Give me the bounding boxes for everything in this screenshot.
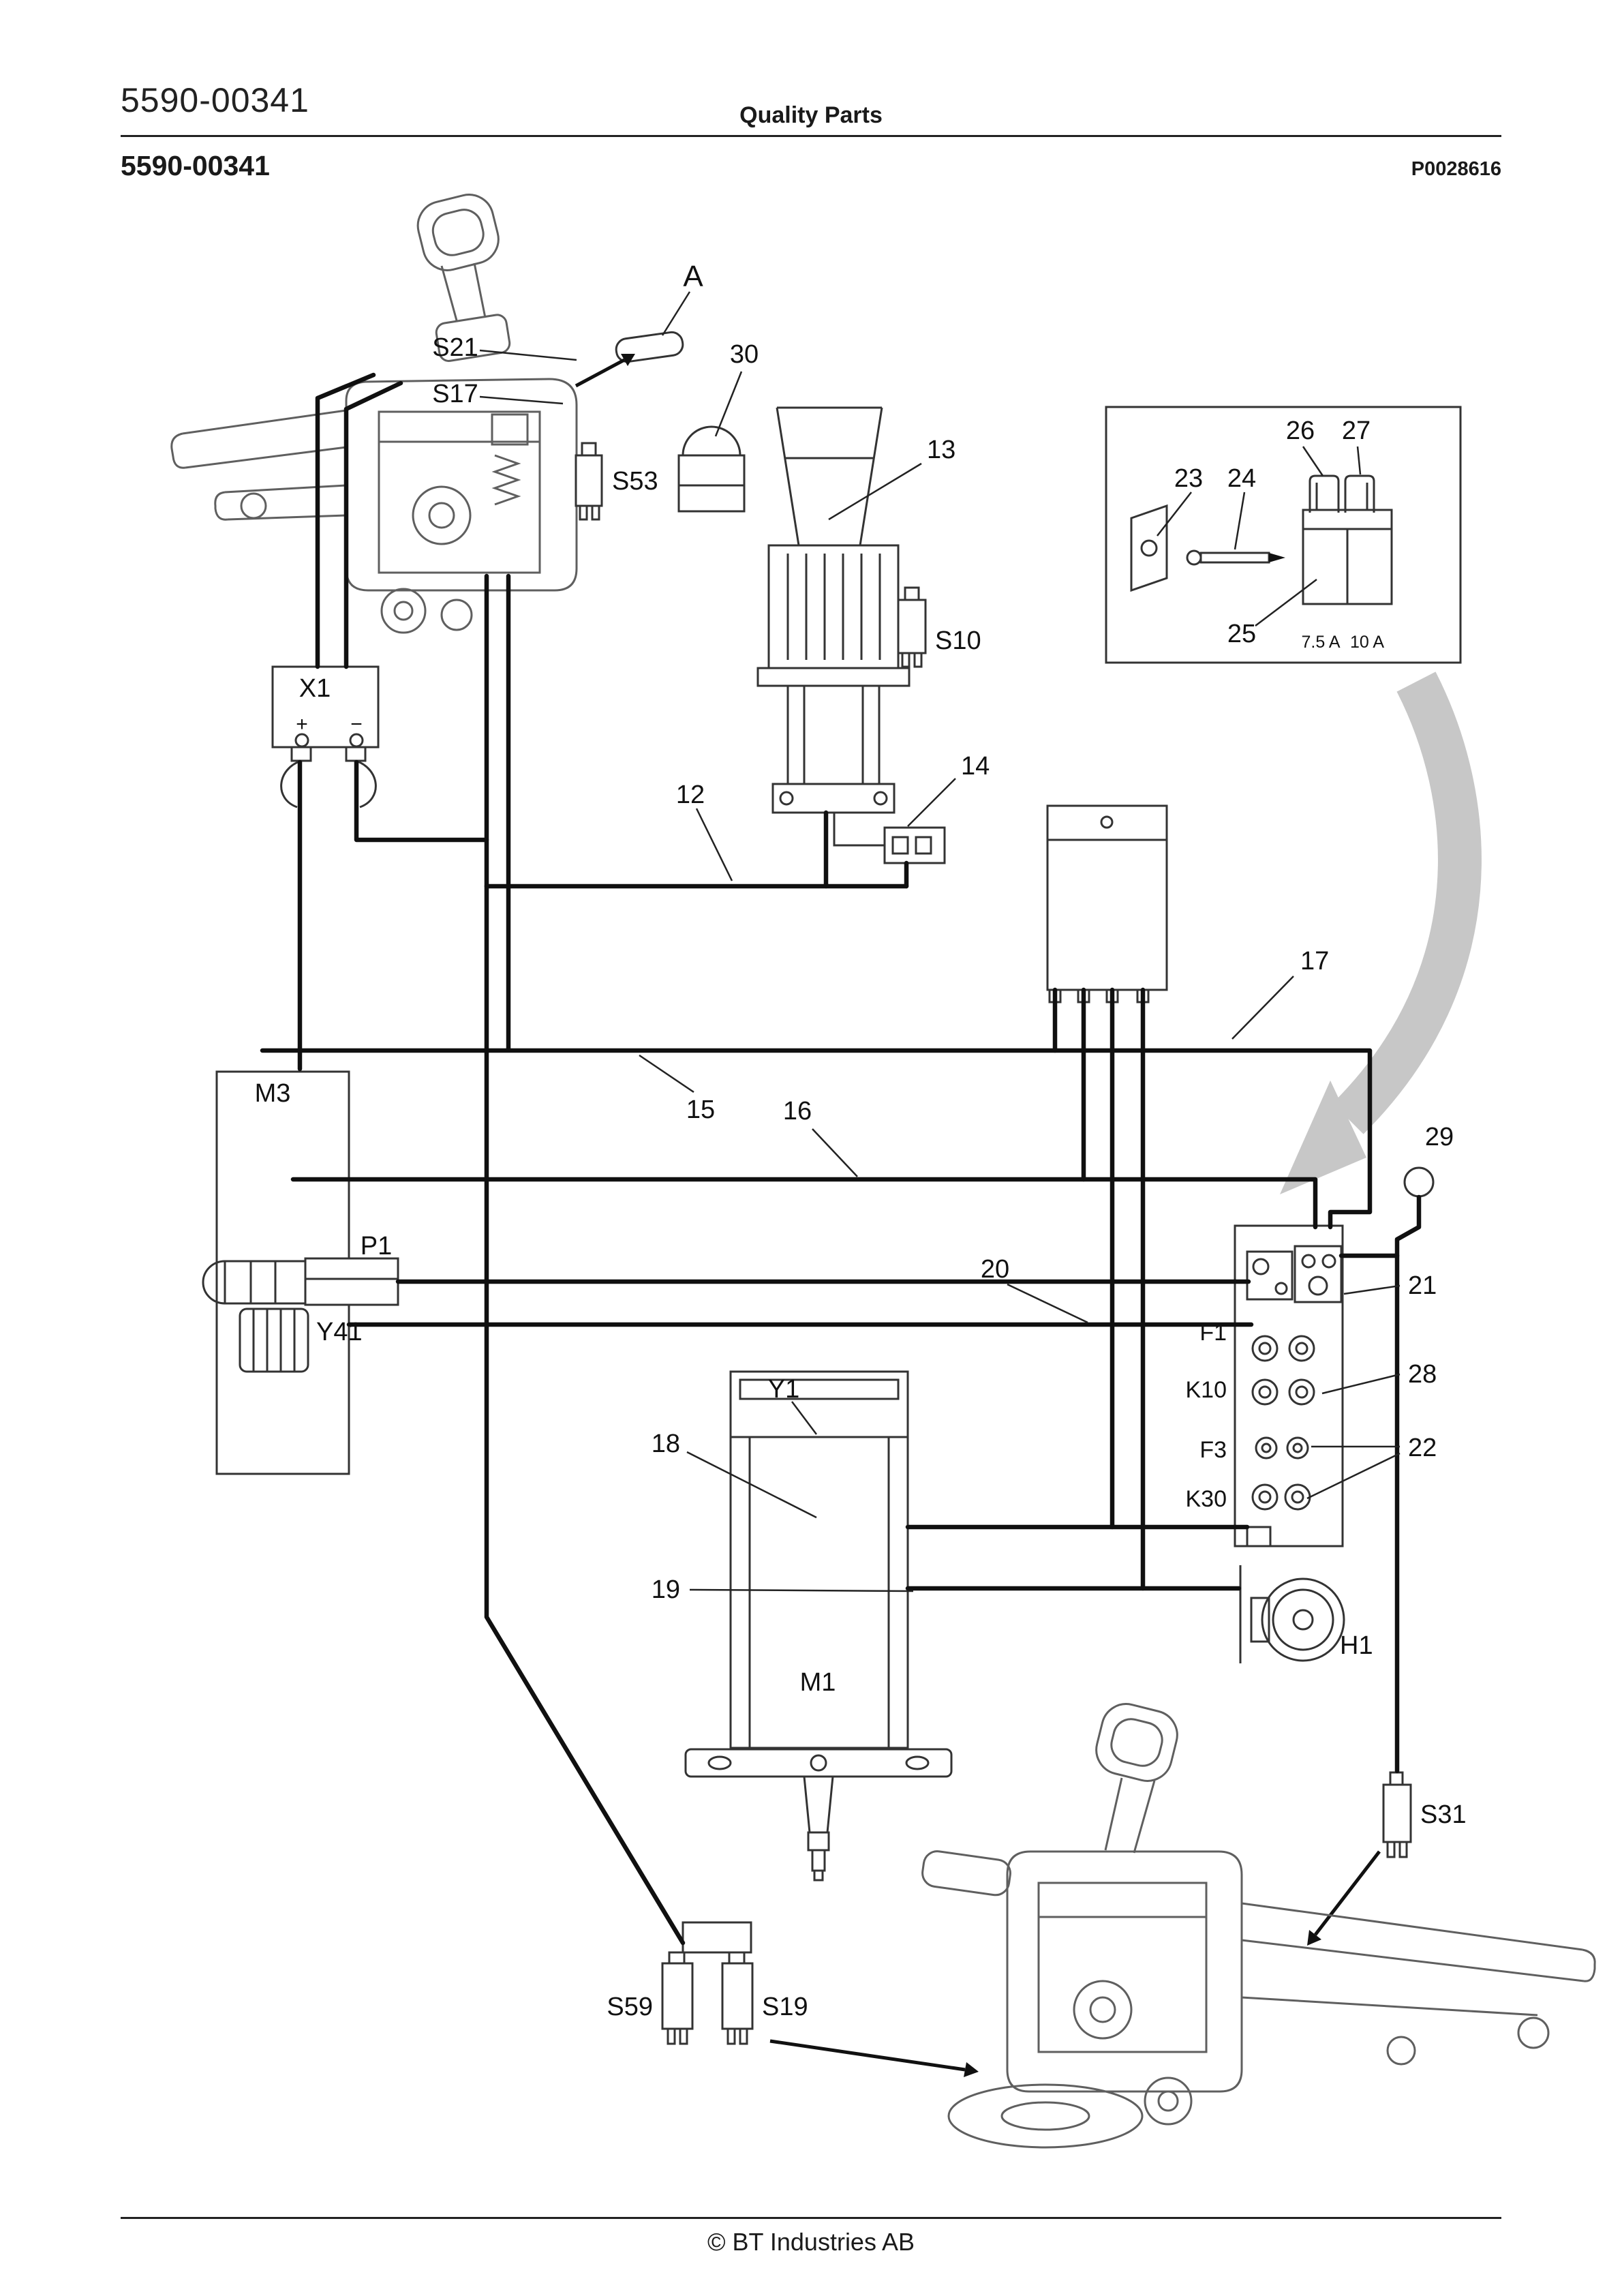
solenoid-y1 [729, 1370, 909, 1438]
y1-m1-motor [684, 1370, 953, 1882]
label-s10: S10 [935, 626, 981, 655]
fuse-f1 [1251, 1335, 1315, 1362]
label-24: 24 [1227, 464, 1256, 493]
fuse-f3 [1255, 1436, 1309, 1460]
switches-s59-s19 [661, 1921, 979, 2077]
leader-lines [479, 291, 1401, 1592]
doc-number-top: 5590-00341 [121, 81, 309, 119]
label-14: 14 [961, 752, 990, 781]
battery-connector-x1 [271, 665, 380, 809]
label-29: 29 [1425, 1123, 1454, 1151]
label-25: 25 [1227, 620, 1256, 648]
label-27: 27 [1342, 417, 1371, 445]
fuse-holder-25 [1302, 509, 1393, 605]
fuse-pin-24 [1186, 549, 1285, 566]
label-y1: Y1 [768, 1375, 799, 1404]
label-16: 16 [783, 1097, 812, 1126]
contactor-k10 [1251, 1378, 1315, 1406]
contactor-top-left [1246, 1250, 1294, 1301]
label-22: 22 [1408, 1434, 1437, 1462]
m3-pump-unit [202, 1070, 399, 1475]
label-19: 19 [652, 1575, 680, 1604]
pump-motor [202, 1260, 307, 1305]
pallet-truck-bottom-right [921, 1703, 1596, 2149]
controller-unit [1046, 804, 1168, 1003]
blade-fuse-26 [1309, 474, 1340, 513]
motor-m1 [684, 1436, 953, 1882]
label-s53: S53 [612, 467, 658, 496]
label-23: 23 [1174, 464, 1203, 493]
ring-terminal-29 [1403, 1166, 1435, 1198]
contactor-panel [1234, 1224, 1344, 1547]
label-12: 12 [676, 781, 705, 809]
label-s31: S31 [1420, 1800, 1467, 1829]
wire-segment [1110, 987, 1250, 1530]
wire-segment [1394, 1194, 1422, 1774]
switch-s31 [1307, 1771, 1412, 1946]
label-20: 20 [981, 1255, 1009, 1284]
label-p1: P1 [361, 1232, 392, 1260]
wire-segment [315, 372, 376, 669]
label-28: 28 [1408, 1360, 1437, 1389]
label-x1: X1 [299, 674, 331, 703]
label-15: 15 [686, 1096, 715, 1124]
label-h1: H1 [1340, 1631, 1373, 1660]
label-21: 21 [1408, 1271, 1437, 1300]
label-f3: F3 [1199, 1437, 1227, 1463]
label-m3: M3 [255, 1079, 291, 1108]
label-17: 17 [1300, 947, 1329, 976]
contactor-top-right [1294, 1245, 1343, 1303]
wire-segment [290, 1177, 1318, 1230]
wiring-harness [260, 372, 1422, 1946]
header-rule [121, 135, 1501, 137]
label-18: 18 [652, 1430, 680, 1458]
footer-copyright: © BT Industries AB [707, 2228, 915, 2256]
fuse-cover-23 [1130, 504, 1168, 592]
steering-motor-13 [756, 406, 911, 847]
wire-segment [354, 759, 489, 843]
fuse-inset [1105, 406, 1462, 664]
horn-h1 [1239, 1565, 1345, 1663]
wire-segment [343, 380, 403, 669]
image-code: P0028616 [1411, 158, 1501, 180]
footer-rule [121, 2217, 1501, 2219]
label-m1: M1 [800, 1668, 836, 1697]
contactor-k30 [1246, 1483, 1311, 1547]
label-s17: S17 [432, 380, 478, 408]
label-a: A [683, 260, 703, 293]
doc-number-bold: 5590-00341 [121, 150, 270, 181]
blade-fuse-27 [1344, 474, 1375, 513]
label-f1: F1 [1199, 1320, 1227, 1346]
switch-s53 [575, 442, 603, 521]
label-s59: S59 [607, 1993, 653, 2021]
callout-labels: A S21 S17 S53 30 13 S10 14 12 X1 + − 23 … [255, 260, 1467, 2021]
wire-segment [260, 1048, 1373, 1230]
label-26: 26 [1286, 417, 1315, 445]
label-k30: K30 [1186, 1486, 1227, 1512]
label-13: 13 [927, 436, 955, 464]
label-s21: S21 [432, 333, 478, 362]
bell-30 [677, 425, 746, 513]
label-x1-plus: + [296, 713, 308, 736]
wire-segment [484, 573, 686, 1946]
pallet-truck-top-left [170, 194, 578, 634]
label-k10: K10 [1186, 1377, 1227, 1403]
connector-box-14 [883, 826, 946, 864]
label-fuse-rating-2: 10 A [1350, 633, 1384, 652]
reference-arrow [1280, 671, 1482, 1194]
valve-coil-y41 [239, 1308, 309, 1373]
label-30: 30 [730, 340, 759, 369]
page-title: Quality Parts [739, 102, 883, 128]
label-s19: S19 [762, 1993, 808, 2021]
switch-s10 [897, 586, 927, 668]
label-fuse-rating-1: 7.5 A [1302, 633, 1341, 652]
label-y41: Y41 [316, 1318, 363, 1346]
pump-block-p1 [304, 1257, 399, 1306]
handle-grip-a [575, 331, 684, 388]
label-x1-minus: − [350, 713, 363, 736]
